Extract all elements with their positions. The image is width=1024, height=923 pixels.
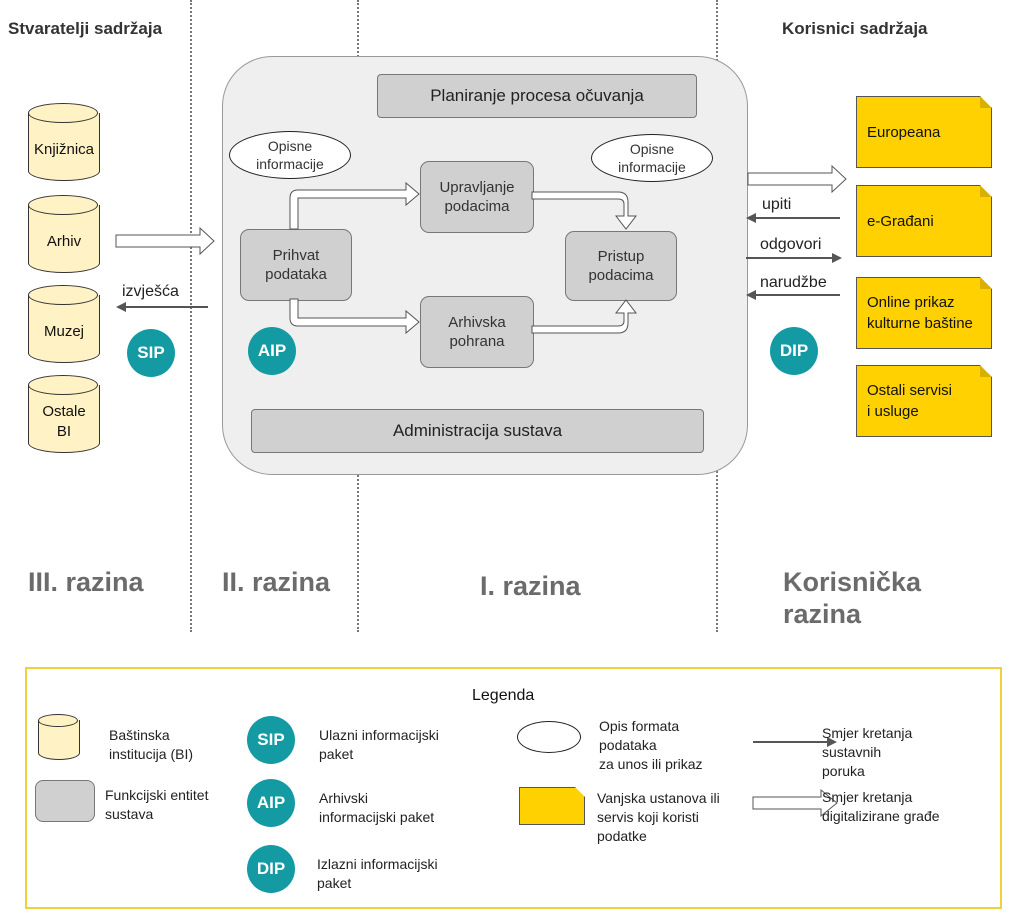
planning-entity: Planiranje procesa očuvanja xyxy=(377,74,697,118)
legend-aip-text: Arhivski informacijski paket xyxy=(319,790,435,825)
legend-hollow-arrow-icon xyxy=(752,788,838,818)
note-fold xyxy=(980,365,992,377)
orders-label: narudžbe xyxy=(760,274,827,291)
level-user: Korisnička razina xyxy=(783,567,922,629)
legend-arrow-icons xyxy=(752,737,838,818)
creators-header: Stvaratelji sadržaja xyxy=(8,19,163,38)
arrow-ingest-to-archival xyxy=(289,298,420,335)
legend-sip-badge: SIP xyxy=(247,716,295,764)
aip-badge: AIP xyxy=(248,327,296,375)
institution-other: Ostale BI xyxy=(28,375,100,453)
level-first: I. razina xyxy=(480,571,581,601)
arrow-ingest-to-management xyxy=(289,181,420,230)
descriptive-info-left: Opisne informacije xyxy=(229,131,351,179)
service-egradani: e-Građani xyxy=(856,185,992,257)
reports-label: izvješća xyxy=(122,283,179,300)
answers-label: odgovori xyxy=(760,236,822,253)
queries-label: upiti xyxy=(762,196,792,213)
divider-1 xyxy=(190,0,192,632)
arrow-into-system xyxy=(115,226,215,256)
legend-aip-badge: AIP xyxy=(247,779,295,827)
legend-external-text: Vanjska ustanova ili servis koji koristi… xyxy=(597,790,720,844)
service-online-display: Online prikaz kulturne baštine xyxy=(856,277,992,349)
legend-format-text: Opis formata podataka za unos ili prikaz xyxy=(599,718,703,772)
level-third: III. razina xyxy=(28,567,144,597)
service-europeana: Europeana xyxy=(856,96,992,168)
admin-entity: Administracija sustava xyxy=(251,409,704,453)
level-second: II. razina xyxy=(222,567,331,597)
institution-label: Muzej xyxy=(43,323,84,340)
legend-messages-text: Smjer kretanja sustavnih poruka xyxy=(822,725,913,779)
institution-archive: Arhiv xyxy=(28,195,100,273)
legend-box: Legenda Baštinska institucija (BI) Funkc… xyxy=(25,667,1002,909)
dip-badge: DIP xyxy=(770,327,818,375)
legend-ellipse-icon xyxy=(517,721,581,753)
legend-dip-badge: DIP xyxy=(247,845,295,893)
arrow-to-services xyxy=(747,164,847,194)
ingest-entity: Prihvat podataka xyxy=(240,229,352,301)
note-fold xyxy=(980,277,992,289)
sip-badge: SIP xyxy=(127,329,175,377)
note-fold xyxy=(980,96,992,108)
archival-storage-entity: Arhivska pohrana xyxy=(420,296,534,368)
legend-functional-text: Funkcijski entitet sustava xyxy=(105,787,209,822)
institution-library: Knjižnica xyxy=(28,103,100,181)
legend-cylinder-icon xyxy=(38,714,80,760)
legend-note-icon xyxy=(519,787,585,825)
institution-label: Knjižnica xyxy=(33,141,95,158)
descriptive-info-right: Opisne informacije xyxy=(591,134,713,182)
legend-sip-text: Ulazni informacijski paket xyxy=(319,727,439,762)
users-header: Korisnici sadržaja xyxy=(782,19,928,38)
legend-entity-icon xyxy=(35,780,95,822)
legend-heritage-text: Baštinska institucija (BI) xyxy=(109,727,194,762)
legend-dip-text: Izlazni informacijski paket xyxy=(317,856,438,891)
arrow-archival-to-access xyxy=(531,299,638,334)
institution-museum: Muzej xyxy=(28,285,100,363)
legend-material-text: Smjer kretanja digitalizirane građe xyxy=(822,789,940,824)
service-other: Ostali servisi i usluge xyxy=(856,365,992,437)
legend-title: Legenda xyxy=(472,687,535,704)
institution-label: Ostale BI xyxy=(42,403,86,440)
note-fold xyxy=(980,185,992,197)
access-entity: Pristup podacima xyxy=(565,231,677,301)
arrow-management-to-access xyxy=(531,191,638,230)
institution-label: Arhiv xyxy=(46,233,82,250)
